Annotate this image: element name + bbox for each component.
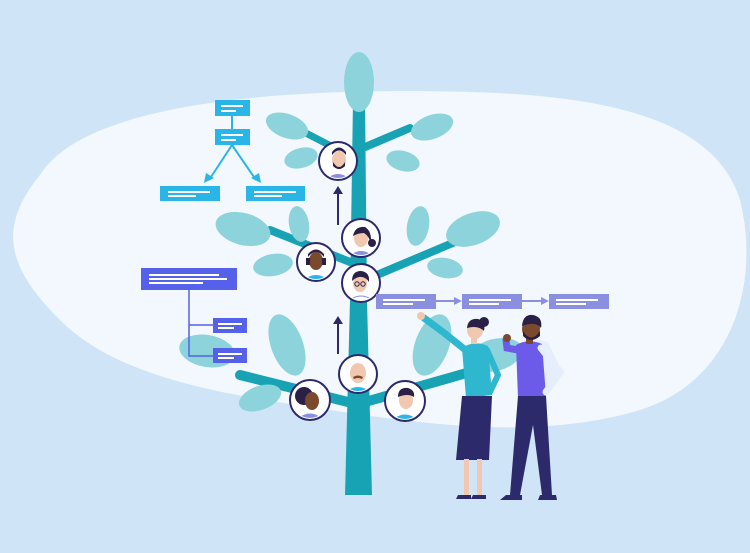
person-woman: [417, 312, 502, 499]
avatar: [341, 263, 381, 303]
org-chart-box: [215, 129, 250, 145]
person-man: [500, 314, 565, 500]
arrow-up-icon: [333, 316, 343, 354]
avatar: [318, 141, 358, 181]
list-box: [213, 318, 247, 333]
avatar: [341, 218, 381, 258]
avatar: [384, 380, 426, 422]
flow-box: [462, 294, 522, 309]
flow-box: [549, 294, 609, 309]
avatar: [338, 354, 378, 394]
flow-box: [376, 294, 436, 309]
org-chart-box: [160, 186, 220, 201]
list-box: [213, 348, 247, 363]
flow-chart: [376, 294, 609, 309]
avatar: [289, 379, 331, 421]
org-chart-box: [215, 100, 250, 116]
arrow-up-icon: [333, 186, 343, 225]
org-chart: [160, 100, 305, 201]
org-chart-box: [246, 186, 305, 201]
avatar: [296, 242, 336, 282]
list-chart: [141, 268, 247, 363]
